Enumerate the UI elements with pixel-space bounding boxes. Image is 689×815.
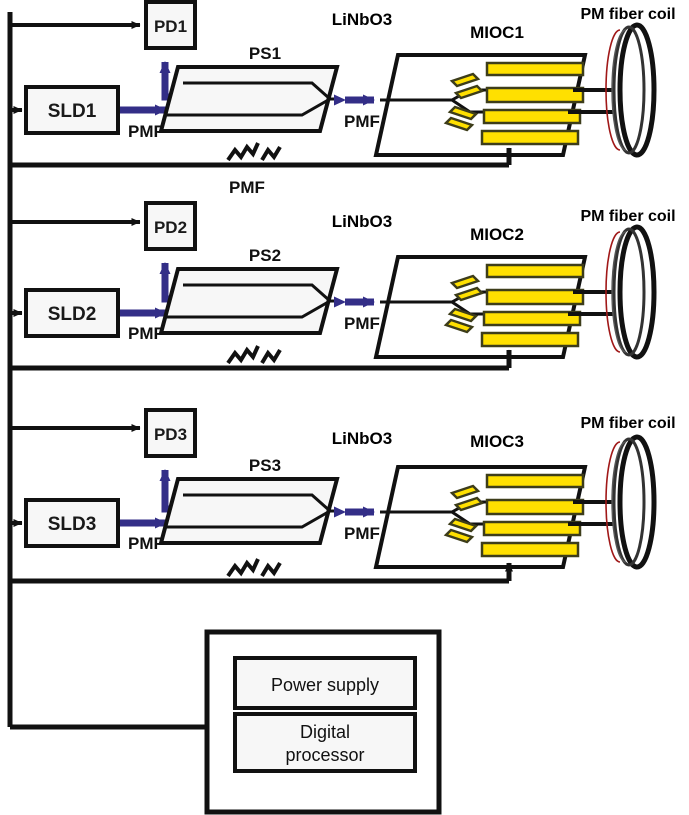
ps3-body[interactable] [158,477,340,545]
mioc2-electrodes [480,263,585,348]
sld2-box[interactable] [24,288,120,338]
ps1-waveguide-upper [183,81,331,101]
pmf-label-ch2-mid: PMF [344,314,380,333]
ps1-body[interactable] [158,65,340,133]
pd2-label: PD2 [154,218,187,237]
mioc1-label: MIOC1 [470,23,524,42]
ps3-waveguide-lower [166,509,337,529]
pmf-label-ch2-in: PMF [128,324,164,343]
mioc3-label: MIOC3 [470,432,524,451]
digital-processor-label-line1: Digital [300,722,350,742]
mioc2-label: MIOC2 [470,225,524,244]
mioc2-branch-electrodes [443,274,485,334]
pmf-label-ch1-bus: PMF [229,178,265,197]
mioc3-electrodes [480,473,585,558]
pmf-label-ch1-in: PMF [128,122,164,141]
pd2-box[interactable] [144,201,197,251]
power-supply-box[interactable] [233,656,417,710]
mioc1-branch-electrodes [443,72,485,132]
sld3-label: SLD3 [48,514,97,535]
ps2-waveguide-lower [166,299,337,319]
linbo3-label-ch1: LiNbO3 [332,10,392,29]
power-supply-label: Power supply [271,675,379,695]
pm-fiber-coil-label-ch1: PM fiber coil [580,6,675,23]
ps2-label: PS2 [249,246,281,265]
linbo3-label-ch3: LiNbO3 [332,429,392,448]
fiber-break-symbol-ch3 [226,558,282,578]
pd3-box[interactable] [144,408,197,458]
sld2-label: SLD2 [48,304,97,325]
pm-fiber-coil-ch2 [605,224,657,360]
digital-processor-box[interactable] [233,712,417,773]
ps2-waveguide-upper [183,283,331,303]
channel-3-group: PD3 SLD3 PS3 PMF PMF LiNbO3 MIOC3 PM fib… [10,408,676,584]
digital-processor-label-line2: processor [285,745,364,765]
mioc1-electrodes [480,61,585,146]
pd3-label: PD3 [154,425,187,444]
pd1-box[interactable] [144,0,197,50]
ps3-waveguide-upper [183,493,331,513]
pm-fiber-coil-label-ch2: PM fiber coil [580,208,675,225]
pmf-label-ch3-in: PMF [128,534,164,553]
channel-2-group: PD2 SLD2 PS2 PMF PMF LiNbO3 MIOC2 PM fib… [10,201,676,371]
pmf-label-ch3-mid: PMF [344,524,380,543]
channel-1-group: PD1 SLD1 PS1 PMF PMF LiNbO3 MIOC1 PM fib… [10,0,676,197]
pm-fiber-coil-ch1 [605,22,657,158]
ps1-waveguide-lower [166,97,337,117]
sld1-label: SLD1 [48,101,97,122]
pm-fiber-coil-label-ch3: PM fiber coil [580,415,675,432]
sld1-box[interactable] [24,85,120,135]
pm-fiber-coil-ch3 [605,434,657,570]
linbo3-label-ch2: LiNbO3 [332,212,392,231]
fiber-break-symbol-ch2 [226,345,282,365]
sld3-box[interactable] [24,498,120,548]
ps2-body[interactable] [158,267,340,335]
ps1-label: PS1 [249,44,281,63]
mioc3-branch-electrodes [443,484,485,544]
pmf-label-ch1-mid: PMF [344,112,380,131]
pd1-label: PD1 [154,17,187,36]
ps3-label: PS3 [249,456,281,475]
fiber-break-symbol-ch1 [226,142,282,162]
